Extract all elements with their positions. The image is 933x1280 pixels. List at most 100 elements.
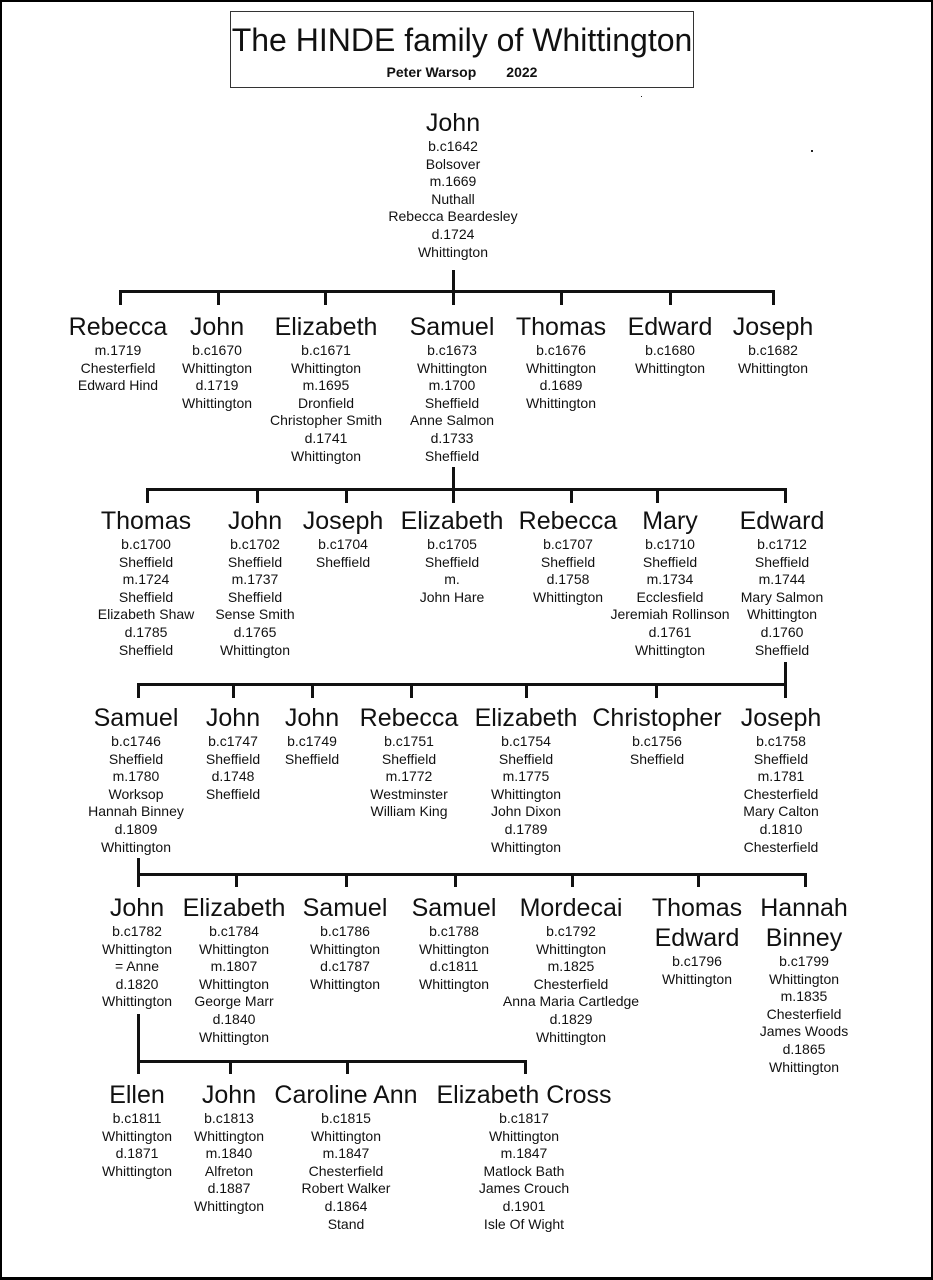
person-detail-line: Sheffield [205, 750, 261, 767]
connector-line [137, 1060, 526, 1063]
person-detail-line: m.1695 [302, 377, 350, 394]
person-detail-line: Edward Hind [77, 377, 159, 394]
person-name: Thomas [100, 507, 192, 535]
person-detail-line: b.c1642 [428, 138, 478, 154]
person-detail-line: m.1781 [757, 768, 805, 785]
person-detail-line: Sheffield [424, 553, 480, 570]
person-detail-line: Whittington [198, 1028, 270, 1045]
person-detail-line: b.c1758 [756, 733, 806, 749]
person-detail-line: Whittington [219, 641, 291, 658]
person-detail-line: d.c1811 [429, 958, 479, 975]
connector-line [804, 873, 807, 887]
person-detail-line: Anne Salmon [409, 412, 495, 429]
person-name: Rebecca [68, 313, 168, 341]
connector-line [525, 683, 528, 698]
person-detail-line: Whittington [535, 1028, 607, 1045]
person-detail-line: b.c1815 [321, 1110, 371, 1126]
connector-line [669, 290, 672, 305]
person-name: John [425, 109, 481, 137]
person-detail-line: d.1761 [648, 623, 692, 640]
person-detail-line: Chesterfield [743, 785, 819, 802]
person-detail-line: m.1825 [547, 958, 595, 975]
person-detail-line: m.1734 [646, 571, 694, 588]
person-name: John [201, 1081, 257, 1109]
person-detail-line: Sheffield [227, 553, 283, 570]
person-detail-line: Whittington [737, 359, 809, 376]
person-detail-line: d.1789 [504, 820, 548, 837]
connector-line [137, 858, 140, 874]
person-detail-line: m.1744 [758, 571, 806, 588]
person-detail-line: b.c1749 [287, 733, 337, 749]
person-name: Ellen [109, 1081, 165, 1109]
person-detail-line: Bolsover [425, 155, 481, 172]
person-detail-line: Anna Maria Cartledge [502, 993, 640, 1010]
person-detail-line: Elizabeth Shaw [97, 606, 195, 623]
connector-line [146, 488, 149, 503]
person-detail-line: d.1809 [114, 820, 158, 837]
person-detail-line: Isle Of Wight [483, 1215, 565, 1232]
person-detail-line: James Crouch [478, 1180, 570, 1197]
connector-line [119, 290, 775, 293]
person-detail-line: d.1871 [115, 1145, 159, 1162]
person-detail-line: Westminster [370, 785, 448, 802]
person-detail-line: d.1741 [304, 429, 348, 446]
person-detail-line: d.1765 [233, 623, 277, 640]
person-detail-line: d.1820 [115, 975, 159, 992]
person-detail-line: Dronfield [297, 394, 355, 411]
person-name-line1: Thomas [651, 894, 743, 922]
connector-line [560, 290, 563, 305]
person-detail-line: d.1733 [430, 429, 474, 446]
person-detail-line: Whittington [490, 785, 562, 802]
person-detail-line: Sheffield [642, 553, 698, 570]
person-detail-line: d.1865 [782, 1040, 826, 1057]
person-detail-line: b.c1754 [501, 733, 551, 749]
person-detail-line: b.c1707 [543, 536, 593, 552]
title-box: The HINDE family of Whittington Peter Wa… [230, 11, 694, 88]
person-detail-line: Sheffield [540, 553, 596, 570]
connector-line [524, 1060, 527, 1074]
connector-line [784, 683, 787, 698]
person-detail-line: Whittington [309, 940, 381, 957]
person-detail-line: b.c1782 [112, 923, 162, 939]
person-detail-line: d.1901 [502, 1197, 546, 1214]
person-detail-line: m.1847 [500, 1145, 548, 1162]
person-detail-line: b.c1799 [779, 953, 829, 969]
person-name: Elizabeth [400, 507, 504, 535]
person-detail-line: Whittington [418, 940, 490, 957]
person-detail-line: Whittington [535, 940, 607, 957]
person-detail-line: Whittington [101, 993, 173, 1010]
person-detail-line: Sheffield [108, 750, 164, 767]
person-detail-line: Whittington [100, 838, 172, 855]
connector-line [217, 290, 220, 305]
person-detail-line: m.1700 [428, 377, 476, 394]
person-detail-line: m.1737 [231, 571, 279, 588]
person-detail-line: b.c1751 [384, 733, 434, 749]
connector-line [235, 873, 238, 887]
person-detail-line: b.c1671 [301, 342, 351, 358]
person-detail-line: Whittington [193, 1197, 265, 1214]
person-detail-line: Chesterfield [308, 1162, 384, 1179]
person-detail-line: m.1724 [122, 571, 170, 588]
person-detail-line: Sheffield [381, 750, 437, 767]
person-detail-line: Whittington [532, 588, 604, 605]
person-detail-line: William King [370, 803, 448, 820]
